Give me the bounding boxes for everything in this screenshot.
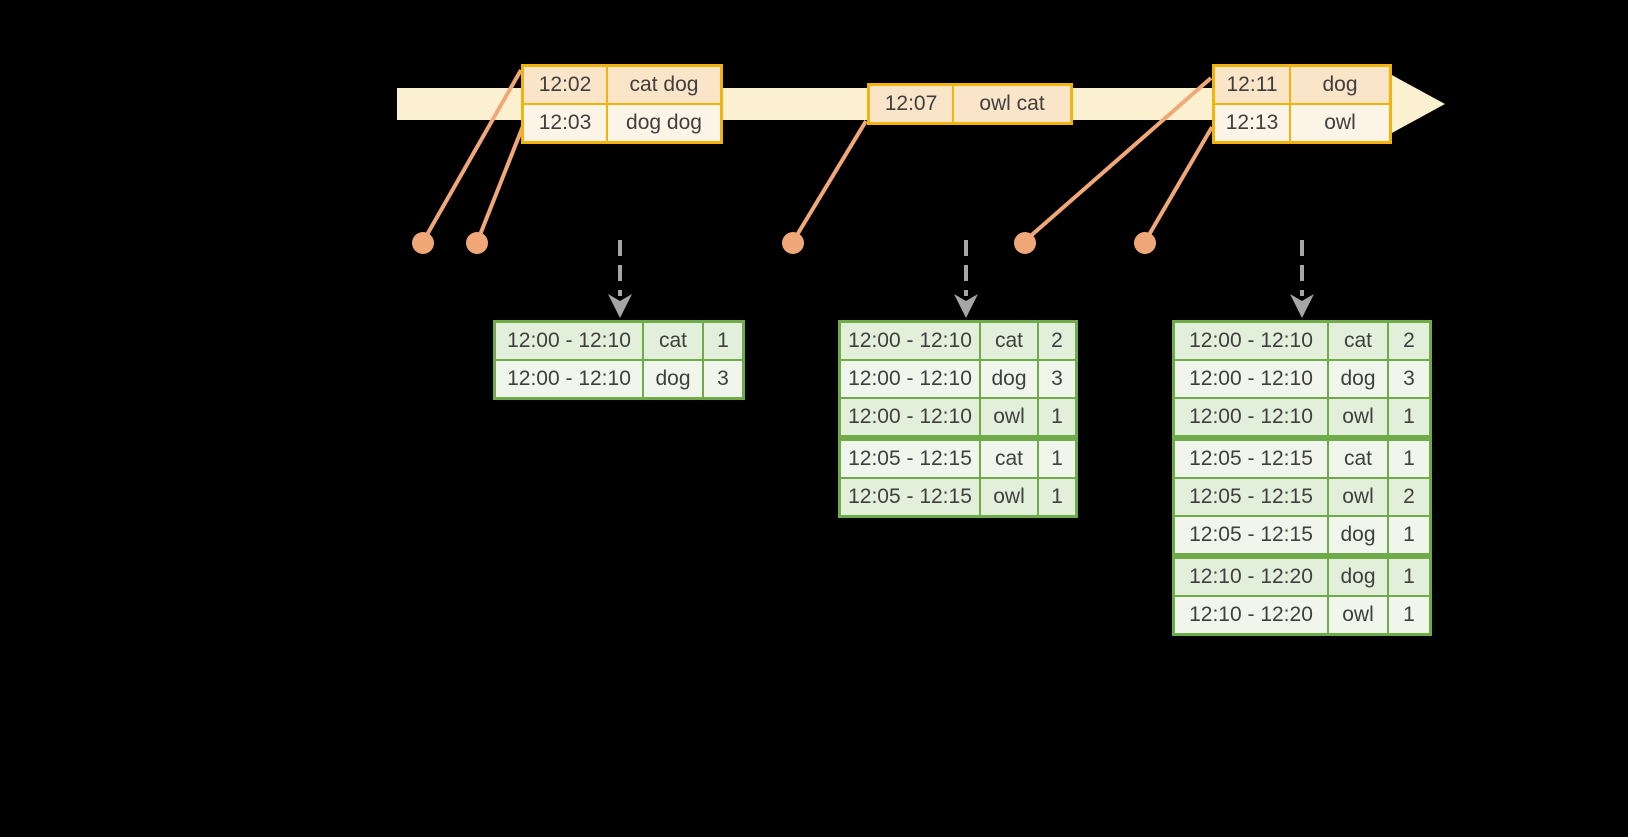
table-cell: 1 [1039, 441, 1075, 479]
table-cell: 1 [1389, 399, 1429, 437]
table-cell: cat [981, 441, 1039, 479]
event-connector-line [1024, 76, 1213, 242]
table-cell: owl [1329, 479, 1389, 517]
event-connector-line [792, 119, 868, 242]
trigger-down-arrow [608, 240, 632, 318]
event-dot [1014, 232, 1036, 254]
table-cell: 12:02 [524, 67, 608, 105]
table-cell: 1 [704, 323, 742, 361]
table-cell: owl [1329, 399, 1389, 437]
table-cell: 12:13 [1215, 105, 1291, 141]
table-cell: 1 [1389, 597, 1429, 633]
table-cell: 12:05 - 12:15 [841, 479, 981, 515]
table-cell: 12:00 - 12:10 [841, 399, 981, 437]
table-cell: 1 [1039, 399, 1075, 437]
event-connector-line [476, 125, 525, 241]
table-cell: 12:05 - 12:15 [1175, 479, 1329, 517]
table-cell: 2 [1389, 323, 1429, 361]
table-cell: 12:00 - 12:10 [496, 323, 644, 361]
table-cell: dog [1329, 559, 1389, 597]
table-cell: 12:05 - 12:15 [1175, 441, 1329, 479]
table-cell: 3 [1389, 361, 1429, 399]
event-connector-line [422, 69, 523, 241]
table-cell: cat [1329, 323, 1389, 361]
table-cell: dog [1329, 361, 1389, 399]
table-cell: 12:05 - 12:15 [1175, 517, 1329, 555]
event-connector-line [1144, 125, 1214, 242]
table-cell: dog [644, 361, 704, 397]
table-cell: 12:03 [524, 105, 608, 141]
table-cell: 3 [704, 361, 742, 397]
table-cell: 12:00 - 12:10 [841, 361, 981, 399]
table-cell: 2 [1389, 479, 1429, 517]
table-cell: owl [1329, 597, 1389, 633]
table-cell: 12:10 - 12:20 [1175, 597, 1329, 633]
table-cell: 12:07 [870, 86, 954, 122]
table-cell: 1 [1389, 441, 1429, 479]
table-cell: dog dog [608, 105, 720, 141]
table-cell: 12:10 - 12:20 [1175, 559, 1329, 597]
table-cell: owl cat [954, 86, 1070, 122]
table-cell: dog [981, 361, 1039, 399]
timeline-arrowhead [1390, 74, 1445, 134]
table-cell: 3 [1039, 361, 1075, 399]
event-dot [782, 232, 804, 254]
table-cell: 12:00 - 12:10 [841, 323, 981, 361]
event-dot [466, 232, 488, 254]
table-cell: 1 [1389, 559, 1429, 597]
table-cell: owl [1291, 105, 1389, 141]
event-dot [1134, 232, 1156, 254]
table-cell: 12:00 - 12:10 [1175, 361, 1329, 399]
trigger-down-arrow [1290, 240, 1314, 318]
table-cell: 1 [1039, 479, 1075, 515]
table-cell: 12:05 - 12:15 [841, 441, 981, 479]
table-cell: 12:00 - 12:10 [1175, 323, 1329, 361]
event-dot [412, 232, 434, 254]
table-cell: dog [1291, 67, 1389, 105]
table-cell: dog [1329, 517, 1389, 555]
table-cell: 1 [1389, 517, 1429, 555]
table-cell: cat [981, 323, 1039, 361]
table-cell: 12:11 [1215, 67, 1291, 105]
table-cell: cat [1329, 441, 1389, 479]
table-cell: 12:00 - 12:10 [1175, 399, 1329, 437]
table-cell: 2 [1039, 323, 1075, 361]
table-cell: 12:00 - 12:10 [496, 361, 644, 397]
table-cell: owl [981, 479, 1039, 515]
table-cell: cat dog [608, 67, 720, 105]
table-cell: cat [644, 323, 704, 361]
trigger-down-arrow [954, 240, 978, 318]
table-cell: owl [981, 399, 1039, 437]
